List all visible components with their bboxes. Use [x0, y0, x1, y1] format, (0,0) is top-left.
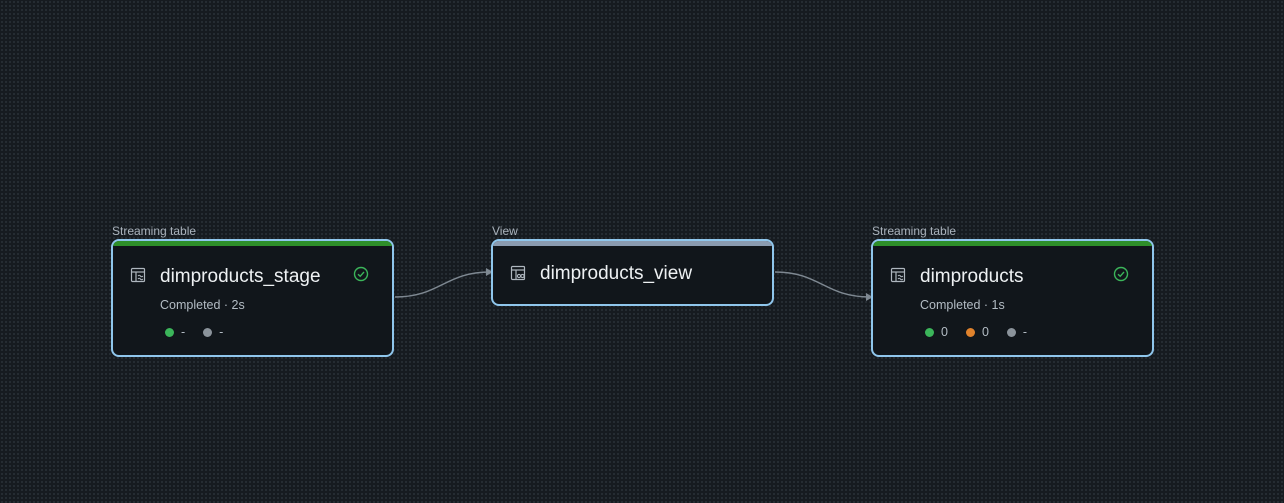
metric-value: - [219, 325, 224, 339]
check-circle-icon [353, 266, 369, 282]
metric-dropped: - [1006, 325, 1028, 339]
streaming-table-icon [890, 267, 906, 283]
metric-value: 0 [981, 325, 989, 339]
metric-value: - [1022, 325, 1028, 339]
gray-dot-icon [1006, 327, 1016, 337]
view-icon [510, 265, 526, 281]
edge-view-to-dimproducts [774, 271, 871, 298]
gray-dot-icon [203, 327, 213, 337]
node-type-label: Streaming table [112, 224, 197, 238]
metric-written: - [165, 325, 185, 339]
edge-stage-to-view [394, 271, 491, 298]
orange-dot-icon [965, 327, 975, 337]
metric-value: 0 [941, 325, 948, 339]
node-type-label: Streaming table [872, 224, 957, 238]
status-bar [113, 241, 392, 246]
metric-dropped: - [203, 325, 223, 339]
node-title: dimproducts_stage [160, 266, 321, 287]
node-title: dimproducts [920, 266, 1024, 287]
node-dimproducts[interactable]: dimproducts Completed · 1s 0 0 - [871, 239, 1154, 357]
streaming-table-icon [130, 267, 146, 283]
green-dot-icon [925, 327, 934, 337]
node-metrics: 0 0 - [925, 325, 1045, 339]
metric-warnings: 0 [965, 325, 989, 339]
check-circle-icon [1113, 266, 1129, 282]
node-status-text: Completed · 2s [160, 298, 245, 312]
metric-value: - [181, 325, 186, 339]
node-type-label: View [492, 224, 518, 238]
metric-written: 0 [925, 325, 948, 339]
status-bar [493, 241, 772, 246]
node-metrics: - - [165, 325, 241, 339]
node-status-text: Completed · 1s [920, 298, 1005, 312]
node-dimproducts-view[interactable]: dimproducts_view [491, 239, 774, 306]
status-bar [873, 241, 1152, 246]
node-dimproducts-stage[interactable]: dimproducts_stage Completed · 2s - - [111, 239, 394, 357]
green-dot-icon [165, 327, 174, 337]
node-title: dimproducts_view [540, 263, 693, 284]
